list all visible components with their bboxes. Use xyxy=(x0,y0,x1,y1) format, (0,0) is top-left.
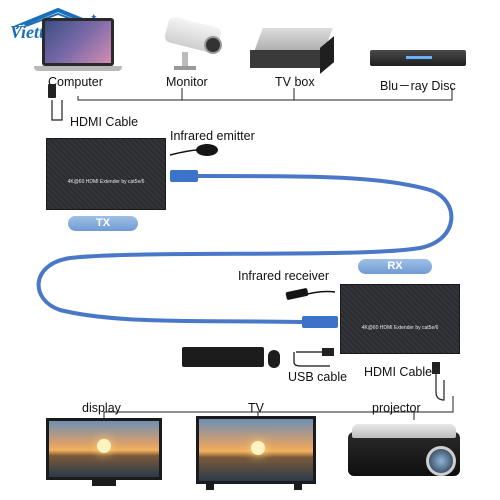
hdmi-cable-rx xyxy=(435,370,445,401)
source-label-tv-box: TV box xyxy=(275,75,315,89)
tx-device-text: 4K@60 HDMI Extender by cat5e/6 xyxy=(67,179,145,185)
svg-text:✦: ✦ xyxy=(90,12,98,22)
rx-device-text: 4K@60 HDMI Extender by cat5e/6 xyxy=(361,325,439,331)
rx-rj45-connector-icon xyxy=(302,316,338,328)
rx-device: 4K@60 HDMI Extender by cat5e/6 xyxy=(340,284,460,354)
security-camera-icon xyxy=(160,15,226,74)
laptop-icon xyxy=(34,18,122,74)
source-label-monitor: Monitor xyxy=(166,75,208,89)
projector-icon xyxy=(348,418,464,482)
rx-hdmi-label: HDMI Cable xyxy=(364,365,433,379)
tv-icon xyxy=(196,416,316,484)
source-label-computer: Computer xyxy=(48,75,103,89)
rx-hdmi-connector-icon xyxy=(432,362,440,374)
ir-emitter-wire xyxy=(169,149,199,156)
tv-box-icon xyxy=(250,28,336,74)
tx-rj45-connector-icon xyxy=(170,170,198,182)
hdmi-connector-icon xyxy=(48,84,56,98)
display-stand xyxy=(92,480,116,486)
tx-ir-label: Infrared emitter xyxy=(170,129,255,143)
rx-ir-label: Infrared receiver xyxy=(238,269,330,283)
display-monitor-icon xyxy=(46,418,162,480)
keyboard-icon xyxy=(182,347,264,367)
source-bus-line xyxy=(77,88,453,101)
rx-badge: RX xyxy=(358,259,432,274)
network-cable xyxy=(36,174,454,324)
tx-hdmi-label: HDMI Cable xyxy=(70,115,139,129)
rx-usb-label: USB cable xyxy=(288,370,348,384)
bluray-player-icon xyxy=(370,50,466,72)
display-label-tv: TV xyxy=(248,401,264,415)
source-label-bluray: Blu－ray Disc xyxy=(380,79,456,93)
tx-device: 4K@60 HDMI Extender by cat5e/6 xyxy=(46,138,166,210)
tv-foot-right xyxy=(294,484,302,490)
hdmi-cable-computer xyxy=(51,100,63,121)
tv-foot-left xyxy=(206,484,214,490)
mouse-icon xyxy=(268,350,280,368)
ir-emitter-icon xyxy=(196,144,218,156)
display-label-display: display xyxy=(82,401,121,415)
usb-connector-icon xyxy=(322,348,334,356)
usb-cable-down xyxy=(293,352,330,367)
display-label-projector: projector xyxy=(372,401,421,415)
tx-badge: TX xyxy=(68,216,138,231)
